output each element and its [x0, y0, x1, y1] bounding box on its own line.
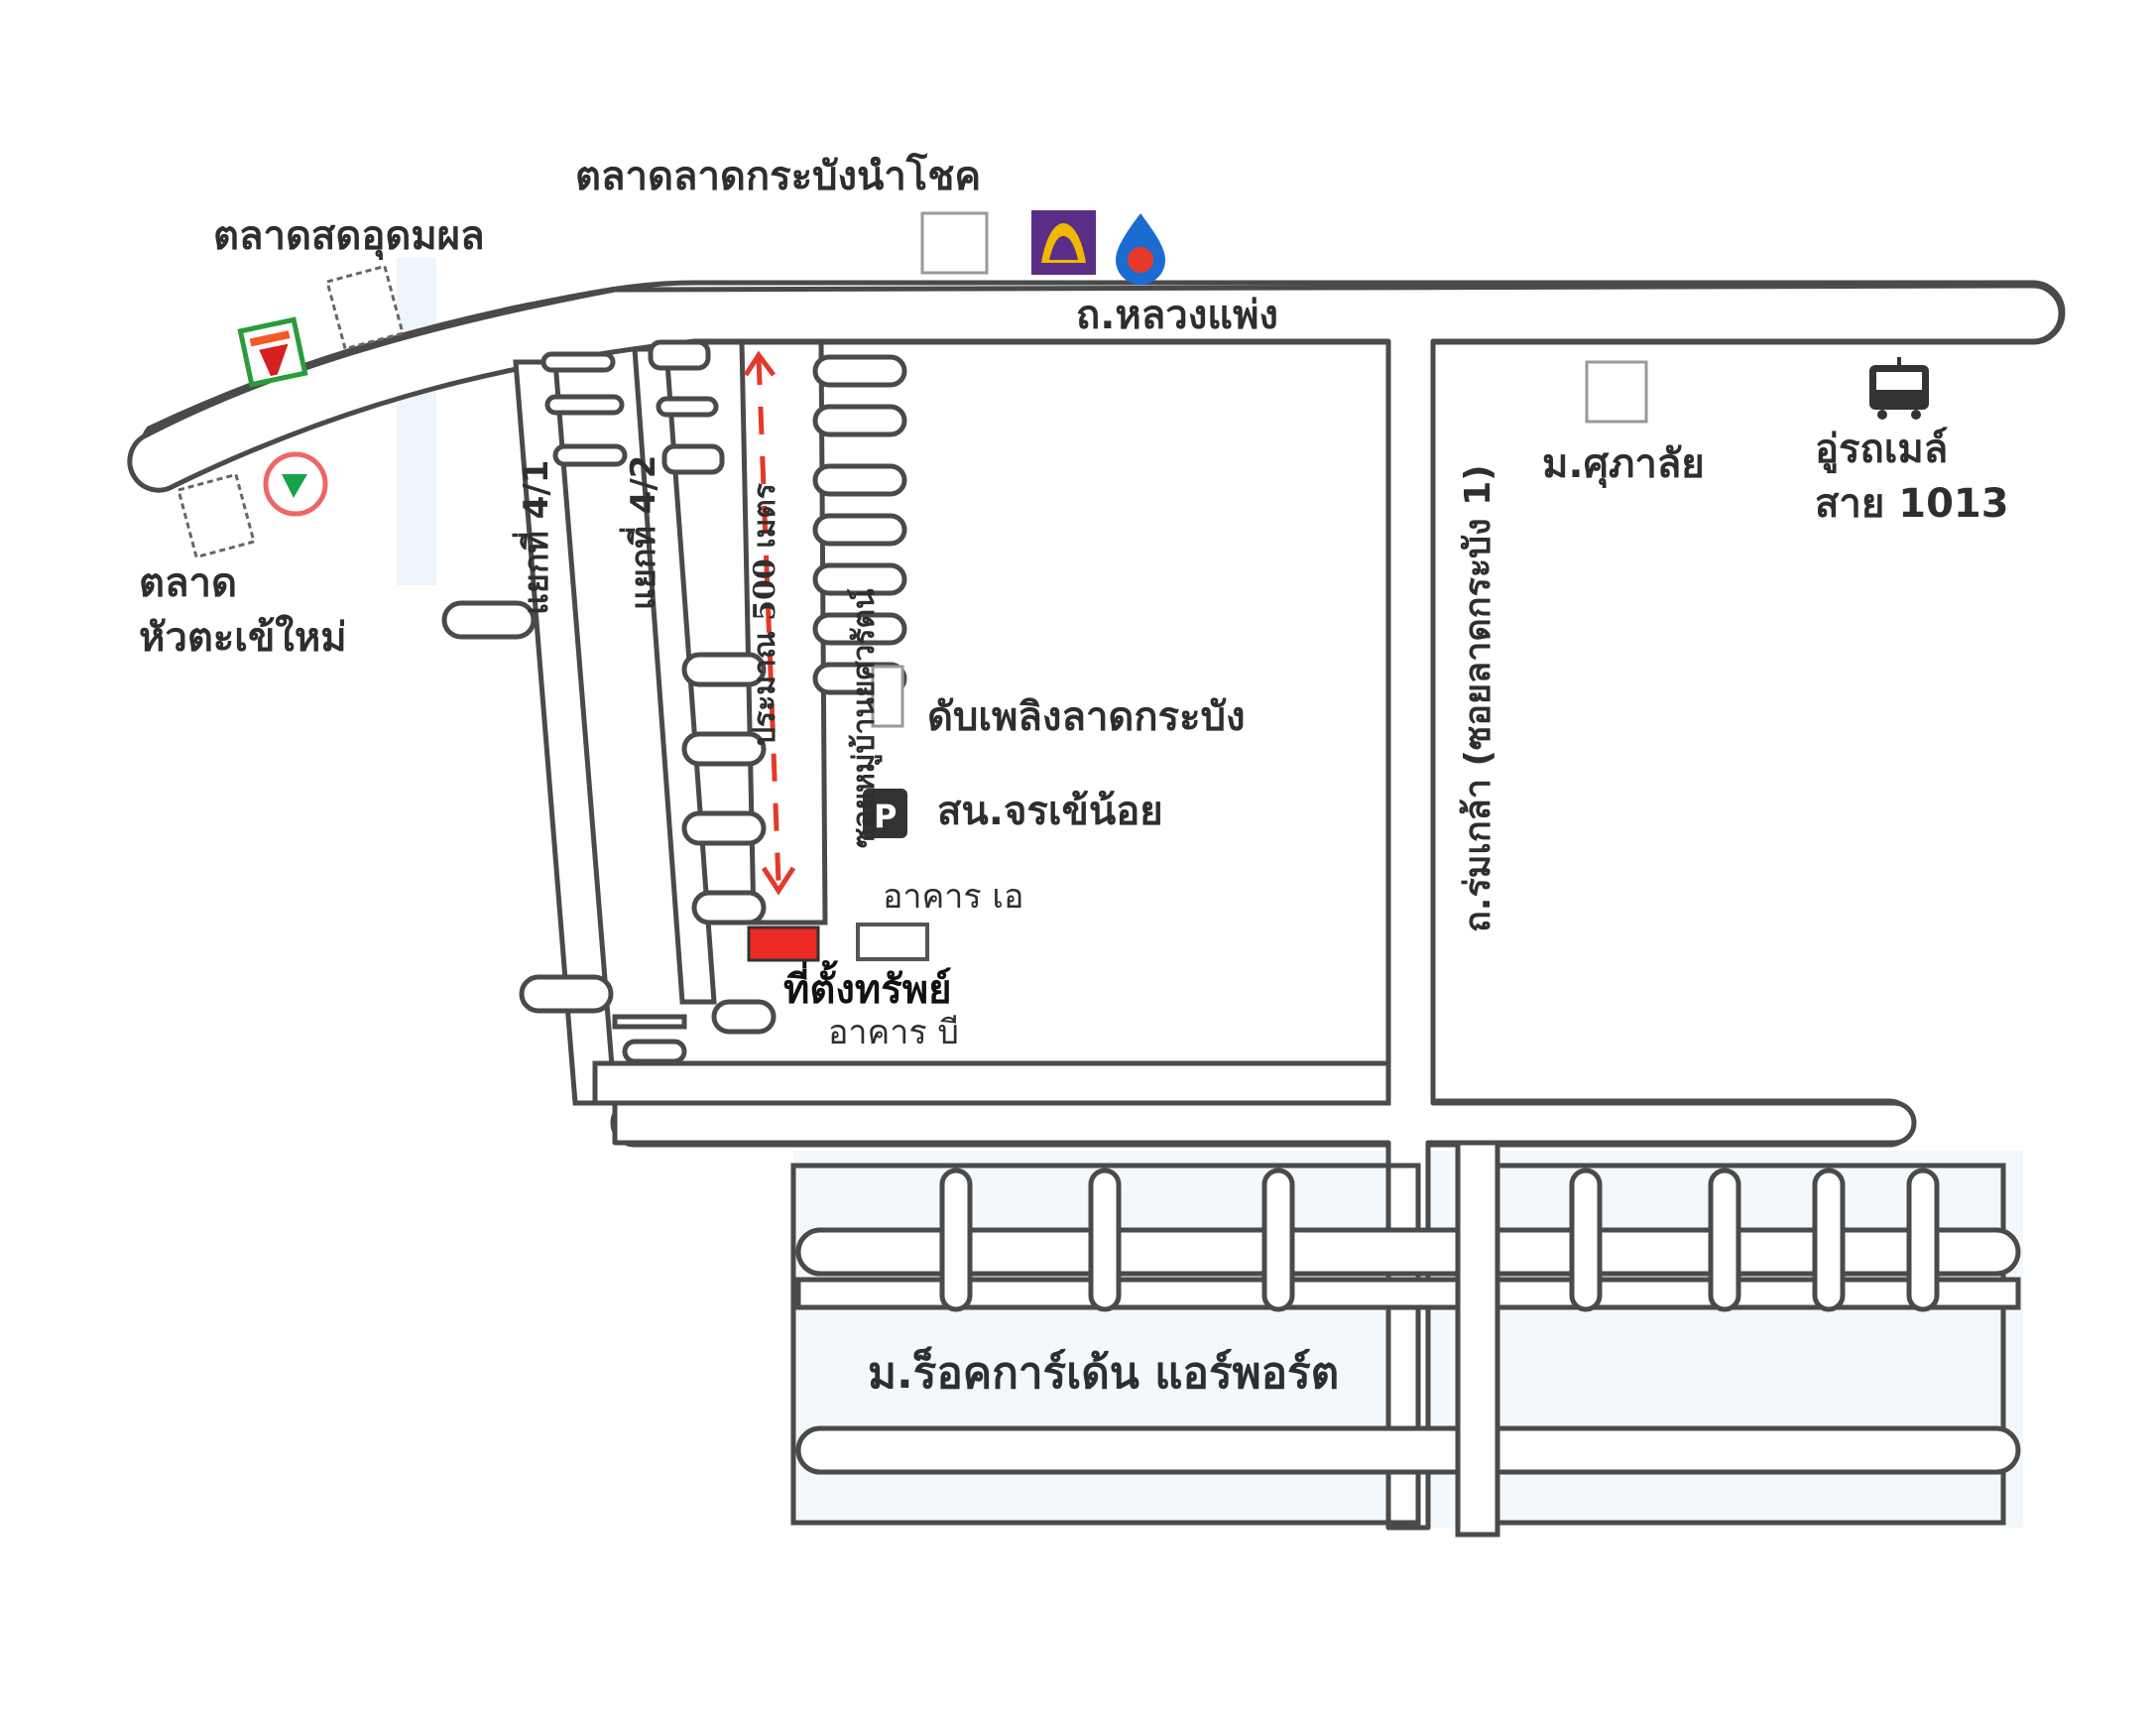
village-soi-road — [739, 339, 828, 925]
water-wash-left — [397, 258, 436, 585]
bus-icon — [1869, 357, 1929, 420]
property-marker — [747, 925, 820, 962]
ptt-station-icon — [1116, 213, 1165, 285]
label-market-left-bottom-2: หัวตะเข้ใหม่ — [139, 615, 347, 661]
label-soi-1: แยกที่ 4/1 — [517, 459, 556, 615]
label-village-soi: ซอยหมู่บ้านยศวรัตน์ — [847, 588, 882, 848]
main-road-band — [127, 283, 2064, 1531]
label-soi-2: แยกที่ 4/2 — [624, 454, 663, 610]
label-fire-station: ดับเพลิงลาดกระบัง — [927, 694, 1246, 740]
landmark-boxes — [177, 211, 1648, 728]
label-bus-depot-1: อู่รถเมล์ — [1815, 427, 1949, 472]
kasikorn-bank-icon — [263, 451, 328, 517]
label-bus-depot-2: สาย 1013 — [1815, 481, 2009, 527]
label-property: ที่ตั้งทรัพย์ — [783, 966, 952, 1013]
scb-bank-icon — [1031, 210, 1096, 275]
police-icon: P — [863, 789, 907, 838]
seven-eleven-icon — [237, 316, 308, 388]
label-market-top: ตลาดลาดกระบังนำโชค — [575, 154, 982, 199]
building-a-box — [856, 923, 929, 961]
label-side-road: ถ.ร่มเกล้า (ซอยลาดกระบัง 1) — [1458, 464, 1498, 932]
label-main-road: ถ.หลวงแพ่ง — [1076, 293, 1278, 338]
label-building-b: อาคาร บี — [828, 1013, 959, 1052]
label-market-left-bottom-1: ตลาด — [139, 560, 237, 606]
label-building-a: อาคาร เอ — [883, 877, 1024, 917]
bottom-village-roads — [790, 1140, 2021, 1538]
distance-arrow — [743, 350, 796, 896]
bottom-connector-road — [592, 1060, 1391, 1106]
svg-text:P: P — [874, 798, 897, 835]
label-police: สน.จรเข้น้อย — [937, 789, 1163, 834]
label-village-bottom: ม.ร็อคการ์เด้น แอร์พอร์ต — [868, 1348, 1340, 1399]
label-university: ม.ศุภาลัย — [1542, 441, 1705, 487]
soi-branches — [441, 339, 907, 1064]
label-market-left-top: ตลาดสดอุดมผล — [213, 213, 485, 259]
label-distance: ประมาณ 500 เมตร — [748, 483, 782, 746]
